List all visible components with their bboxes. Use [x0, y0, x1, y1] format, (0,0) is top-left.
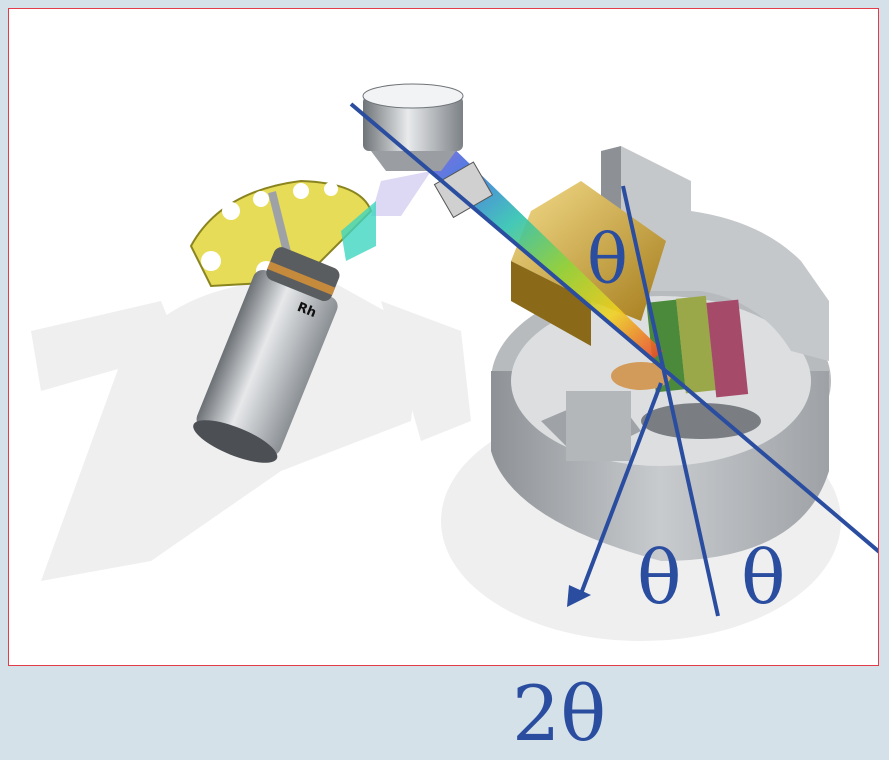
two-theta-label: 2θ [512, 676, 606, 752]
theta-label-incident: θ [587, 227, 628, 295]
diagram-frame: Rh θ θ θ [8, 8, 879, 666]
theta-label-diffracted: θ [637, 541, 682, 615]
fluorescence-cone [371, 171, 431, 216]
theta-label-plane: θ [741, 541, 786, 615]
